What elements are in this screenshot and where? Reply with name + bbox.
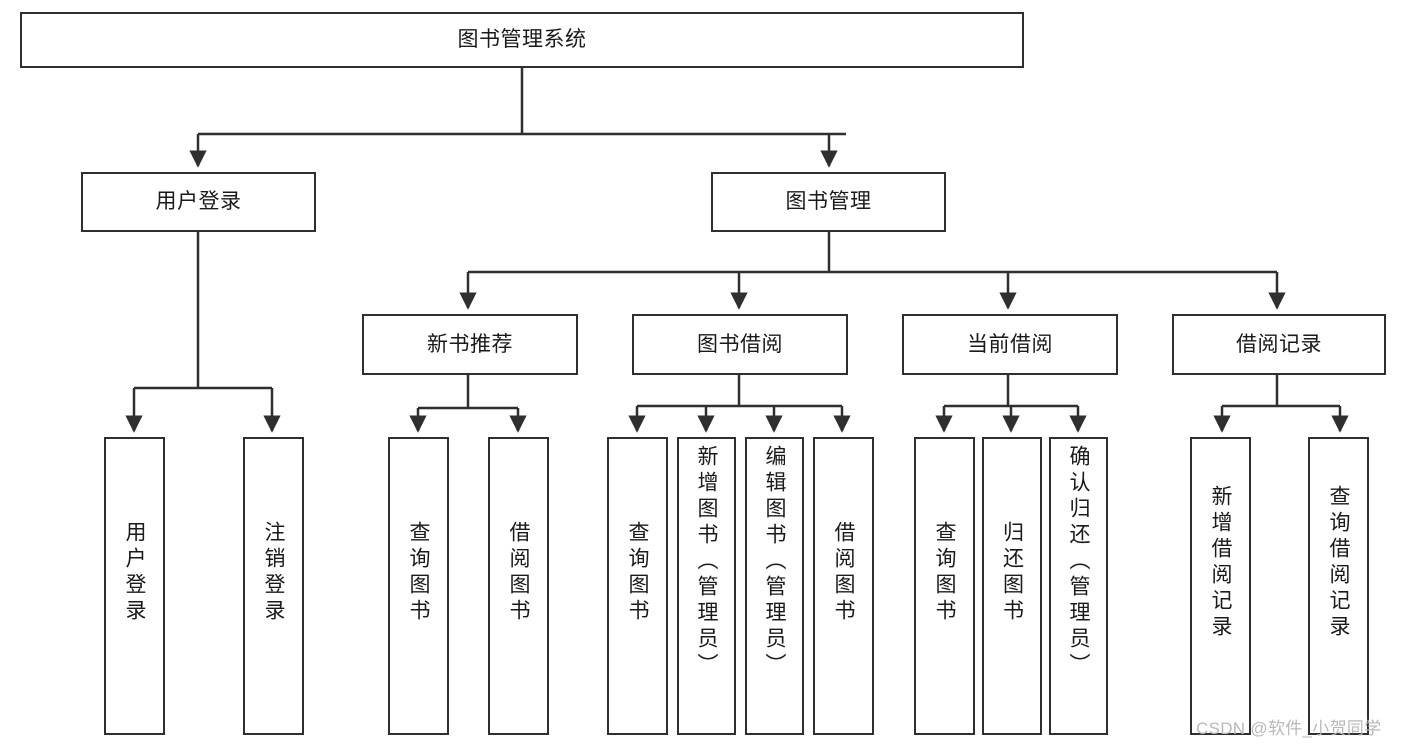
node-leaf-confirm-return-label: 确认归还（管理员） xyxy=(1067,445,1090,679)
node-leaf-edit-book[interactable]: 编辑图书（管理员） xyxy=(745,437,804,735)
node-book-management[interactable]: 图书管理 xyxy=(711,172,946,232)
node-leaf-add-book[interactable]: 新增图书（管理员） xyxy=(677,437,736,735)
node-leaf-borrow-book[interactable]: 借阅图书 xyxy=(813,437,874,735)
node-leaf-add-borrow-record-label: 新增借阅记录 xyxy=(1209,485,1232,641)
node-leaf-query-book-current-label: 查询图书 xyxy=(933,521,956,625)
node-leaf-query-book-current[interactable]: 查询图书 xyxy=(914,437,975,735)
node-borrow-record-label: 借阅记录 xyxy=(1236,332,1322,356)
node-leaf-borrow-book-newbook[interactable]: 借阅图书 xyxy=(488,437,549,735)
node-current-borrow-label: 当前借阅 xyxy=(967,332,1053,356)
node-leaf-user-login[interactable]: 用户登录 xyxy=(104,437,165,735)
node-user-login[interactable]: 用户登录 xyxy=(81,172,316,232)
node-new-book-recommend[interactable]: 新书推荐 xyxy=(362,314,578,375)
node-root-label: 图书管理系统 xyxy=(457,28,587,52)
node-leaf-logout-label: 注销登录 xyxy=(262,521,285,625)
node-leaf-edit-book-label: 编辑图书（管理员） xyxy=(763,445,786,679)
watermark: CSDN @软件_小贺同学 xyxy=(1196,719,1382,738)
node-leaf-query-borrow-record-label: 查询借阅记录 xyxy=(1327,485,1350,641)
node-leaf-borrow-book-label: 借阅图书 xyxy=(832,521,855,625)
node-leaf-query-book-newbook-label: 查询图书 xyxy=(407,521,430,625)
node-new-book-recommend-label: 新书推荐 xyxy=(427,332,513,356)
node-leaf-borrow-book-newbook-label: 借阅图书 xyxy=(507,521,530,625)
node-leaf-logout[interactable]: 注销登录 xyxy=(243,437,304,735)
node-leaf-query-book-borrow-label: 查询图书 xyxy=(626,521,649,625)
node-current-borrow[interactable]: 当前借阅 xyxy=(902,314,1118,375)
node-leaf-add-borrow-record[interactable]: 新增借阅记录 xyxy=(1190,437,1251,735)
node-book-management-label: 图书管理 xyxy=(785,190,872,214)
node-leaf-return-book[interactable]: 归还图书 xyxy=(982,437,1042,735)
node-leaf-confirm-return[interactable]: 确认归还（管理员） xyxy=(1049,437,1108,735)
node-leaf-query-book-borrow[interactable]: 查询图书 xyxy=(607,437,668,735)
node-user-login-label: 用户登录 xyxy=(155,190,242,214)
node-leaf-user-login-label: 用户登录 xyxy=(123,521,146,625)
node-root[interactable]: 图书管理系统 xyxy=(20,12,1024,68)
node-leaf-query-book-newbook[interactable]: 查询图书 xyxy=(388,437,449,735)
node-book-borrow-label: 图书借阅 xyxy=(697,332,783,356)
node-borrow-record[interactable]: 借阅记录 xyxy=(1172,314,1386,375)
node-book-borrow[interactable]: 图书借阅 xyxy=(632,314,848,375)
node-leaf-query-borrow-record[interactable]: 查询借阅记录 xyxy=(1308,437,1369,735)
node-leaf-add-book-label: 新增图书（管理员） xyxy=(695,445,718,679)
node-leaf-return-book-label: 归还图书 xyxy=(1000,521,1024,625)
